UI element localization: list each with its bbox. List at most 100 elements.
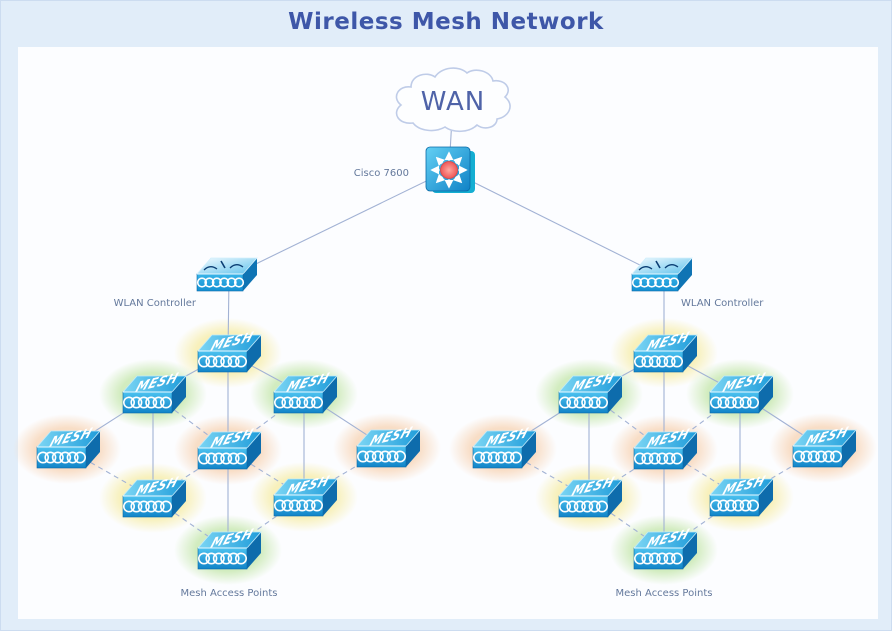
coil-icon — [235, 355, 247, 368]
coil-icon — [122, 500, 135, 513]
coil-icon — [633, 452, 646, 465]
router-hub-icon — [440, 161, 458, 179]
mesh-access-points-left-label: Mesh Access Points — [181, 588, 278, 599]
wan-label: WAN — [421, 87, 486, 117]
router-arrow-icon — [452, 173, 463, 184]
coil-icon — [152, 396, 165, 409]
coil-icon — [303, 396, 316, 409]
coil-icon — [487, 451, 500, 464]
coil-icon — [472, 451, 485, 464]
link-l-ul-l-center — [152, 393, 229, 451]
coil-icon — [558, 396, 571, 409]
coil-icon — [160, 500, 172, 513]
coil-icon — [235, 452, 247, 465]
coil-icon — [205, 452, 218, 465]
link-r-ur-r-center — [663, 393, 741, 451]
link-r-ul-r-center — [588, 393, 665, 451]
coil-icon — [281, 499, 294, 512]
coil-icon — [724, 396, 737, 409]
mesh-access-points-right-label: Mesh Access Points — [616, 588, 713, 599]
wlan-controller-left-label: WLAN Controller — [114, 298, 197, 309]
coil-icon — [646, 277, 657, 288]
coil-icon — [671, 552, 683, 565]
coil-icon — [296, 396, 309, 409]
coil-icon — [205, 355, 218, 368]
coil-icon — [724, 499, 737, 512]
wlan-controller-right-label: WLAN Controller — [681, 298, 764, 309]
coil-icon — [364, 450, 377, 463]
coil-icon — [130, 500, 143, 513]
coil-icon — [480, 451, 493, 464]
cisco-7600-router-node — [425, 146, 475, 193]
coil-icon — [51, 451, 64, 464]
coil-icon — [661, 277, 672, 288]
coil-icon — [830, 450, 842, 463]
coil-icon — [220, 452, 233, 465]
link-r-bottom-r-lr — [663, 496, 741, 551]
coil-icon — [588, 500, 601, 513]
coil-icon — [739, 499, 752, 512]
coil-icon — [44, 451, 57, 464]
coil-icon — [648, 355, 661, 368]
coil-icon — [631, 277, 643, 288]
coil-icon — [235, 552, 247, 565]
coil-icon — [709, 396, 722, 409]
router-arrow-icon — [435, 156, 446, 167]
coil-icon — [648, 552, 661, 565]
curved-arrow-icon — [229, 264, 244, 269]
mesh-ap-node-l-right: MESH — [356, 424, 421, 468]
link-cisco-7600-router-wlan-controller-left — [228, 169, 450, 278]
coil-icon — [296, 499, 309, 512]
mesh-ap-node-l-ul: MESH — [122, 370, 187, 414]
curved-arrow-icon — [203, 266, 218, 271]
link-l-bottom-l-lr — [227, 496, 305, 551]
coil-icon — [663, 452, 676, 465]
link-cisco-7600-router-wlan-controller-right — [448, 169, 665, 278]
coil-icon — [641, 552, 654, 565]
coil-icon — [800, 450, 813, 463]
coil-icon — [581, 396, 594, 409]
coil-icon — [386, 450, 399, 463]
coil-icon — [663, 552, 676, 565]
coil-icon — [671, 452, 683, 465]
wan-cloud-node: WAN — [395, 67, 511, 133]
coil-icon — [633, 355, 646, 368]
coil-icon — [59, 451, 72, 464]
coil-icon — [739, 396, 752, 409]
coil-icon — [212, 355, 225, 368]
coil-icon — [732, 396, 745, 409]
antenna-icon — [220, 260, 226, 269]
coil-icon — [668, 277, 680, 288]
coil-icon — [596, 396, 608, 409]
coil-icon — [495, 451, 508, 464]
coil-icon — [227, 452, 240, 465]
coverage-halos — [13, 318, 877, 585]
cloud-icon — [395, 67, 511, 133]
wlan-controller-node-wlan-controller-right — [631, 257, 693, 292]
coil-icon — [227, 552, 240, 565]
coil-icon — [197, 552, 210, 565]
coil-icon — [130, 396, 143, 409]
coil-icon — [709, 499, 722, 512]
mesh-ap-node-l-top: MESH — [197, 329, 262, 373]
wlan-controller-node-wlan-controller-left — [196, 257, 258, 292]
coil-icon — [205, 552, 218, 565]
coil-icon — [211, 277, 222, 288]
coil-icon — [656, 355, 669, 368]
diagram-title: Wireless Mesh Network — [288, 9, 604, 35]
coil-icon — [311, 499, 323, 512]
coil-icon — [792, 450, 805, 463]
link-l-ur-l-center — [227, 393, 305, 451]
coil-icon — [152, 500, 165, 513]
router-arrow-icon — [452, 156, 463, 167]
coil-icon — [288, 499, 301, 512]
coil-icon — [220, 552, 233, 565]
coil-icon — [145, 500, 158, 513]
coil-icon — [311, 396, 323, 409]
coil-icon — [747, 499, 759, 512]
coil-icon — [122, 396, 135, 409]
coil-icon — [641, 452, 654, 465]
coil-icon — [717, 396, 730, 409]
coil-icon — [510, 451, 522, 464]
